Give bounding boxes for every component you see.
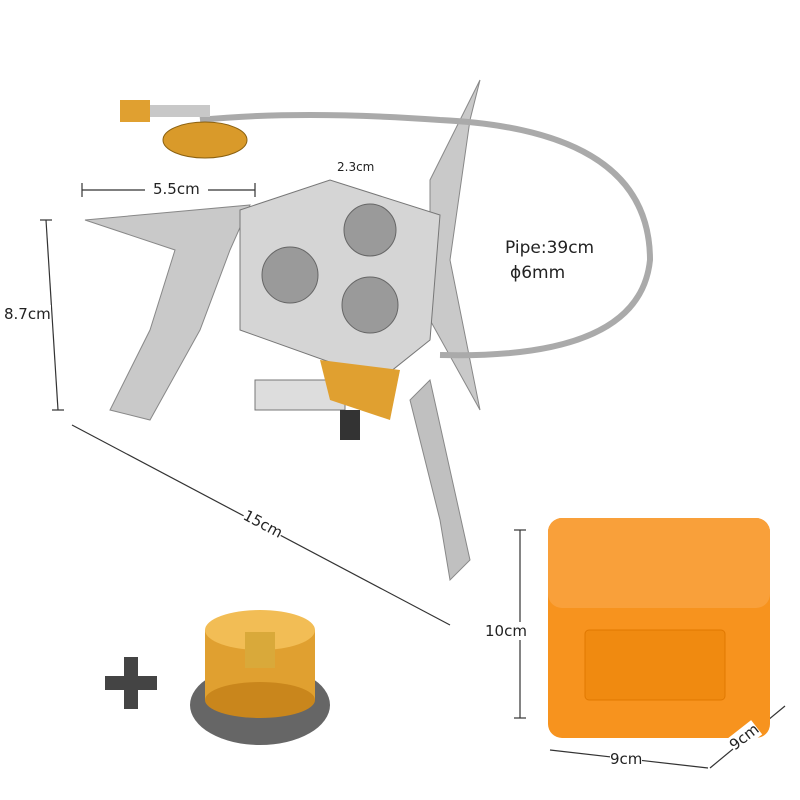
gas-hose <box>120 100 654 359</box>
height-label: 8.7cm <box>4 305 51 323</box>
case-height-label: 10cm <box>485 622 527 640</box>
stove <box>84 79 481 582</box>
pipe-length-label: Pipe:39cm <box>505 238 595 258</box>
gas-adapter <box>190 610 330 745</box>
plus-icon <box>105 657 157 709</box>
case-width-label: 9cm <box>610 750 643 768</box>
burner-diameter-label: 2.3cm <box>337 160 375 174</box>
pipe-diameter-label: ϕ6mm <box>510 263 566 283</box>
storage-case <box>548 518 770 738</box>
top-width-label: 5.5cm <box>145 180 208 198</box>
